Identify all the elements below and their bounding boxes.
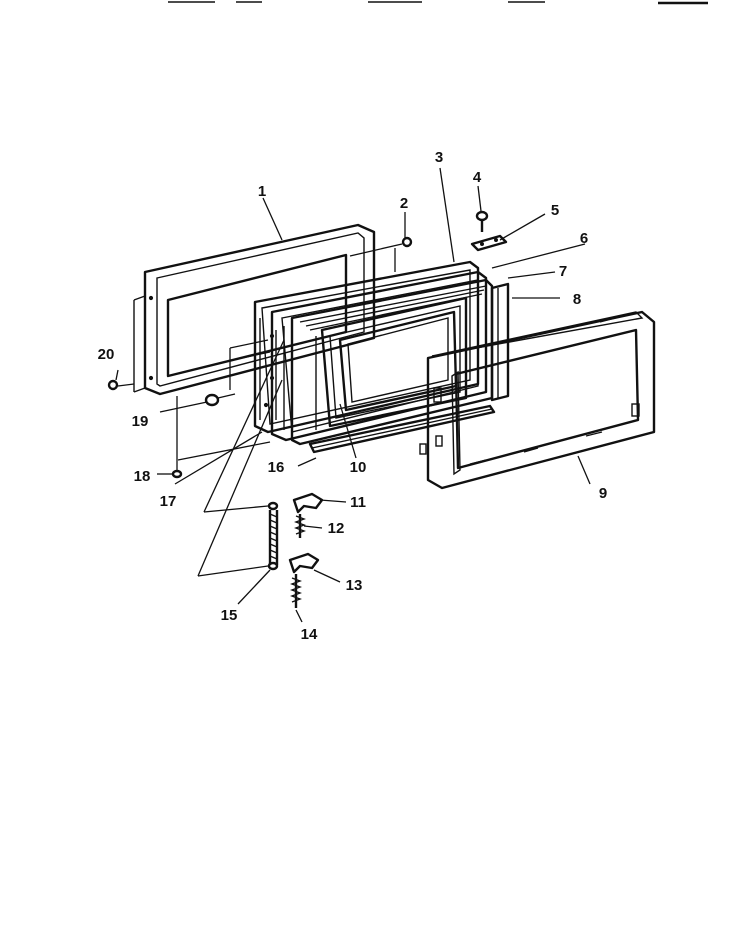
part-labels: 1 2 3 4 5 6 7 8 9 10 11 12 13 14 15 16 1…: [98, 149, 608, 643]
bottom-rail: [308, 404, 496, 454]
top-edge-fragments: [168, 1, 708, 5]
part-label-3: 3: [435, 149, 443, 166]
part-label-19: 19: [132, 413, 149, 430]
part-label-16: 16: [268, 459, 285, 476]
part-label-17: 17: [160, 493, 177, 510]
part-label-12: 12: [328, 520, 345, 537]
part-label-6: 6: [580, 230, 588, 247]
part-label-11: 11: [350, 494, 366, 511]
part-label-9: 9: [599, 485, 607, 502]
outer-door-panel: [133, 223, 376, 396]
part-label-13: 13: [346, 577, 363, 594]
fasteners: [107, 210, 508, 479]
part-label-14: 14: [301, 626, 318, 643]
part-label-7: 7: [559, 263, 567, 280]
part-label-1: 1: [258, 183, 266, 200]
part-label-5: 5: [551, 202, 559, 219]
inner-door-panel: [419, 310, 656, 490]
part-label-20: 20: [98, 346, 115, 363]
leader-lines: [115, 167, 591, 623]
part-label-18: 18: [134, 468, 151, 485]
part-label-10: 10: [350, 459, 367, 476]
hinge-assembly: [267, 492, 324, 608]
part-label-4: 4: [473, 169, 482, 186]
part-label-8: 8: [573, 291, 581, 308]
part-label-15: 15: [221, 607, 238, 624]
part-label-2: 2: [400, 195, 408, 212]
